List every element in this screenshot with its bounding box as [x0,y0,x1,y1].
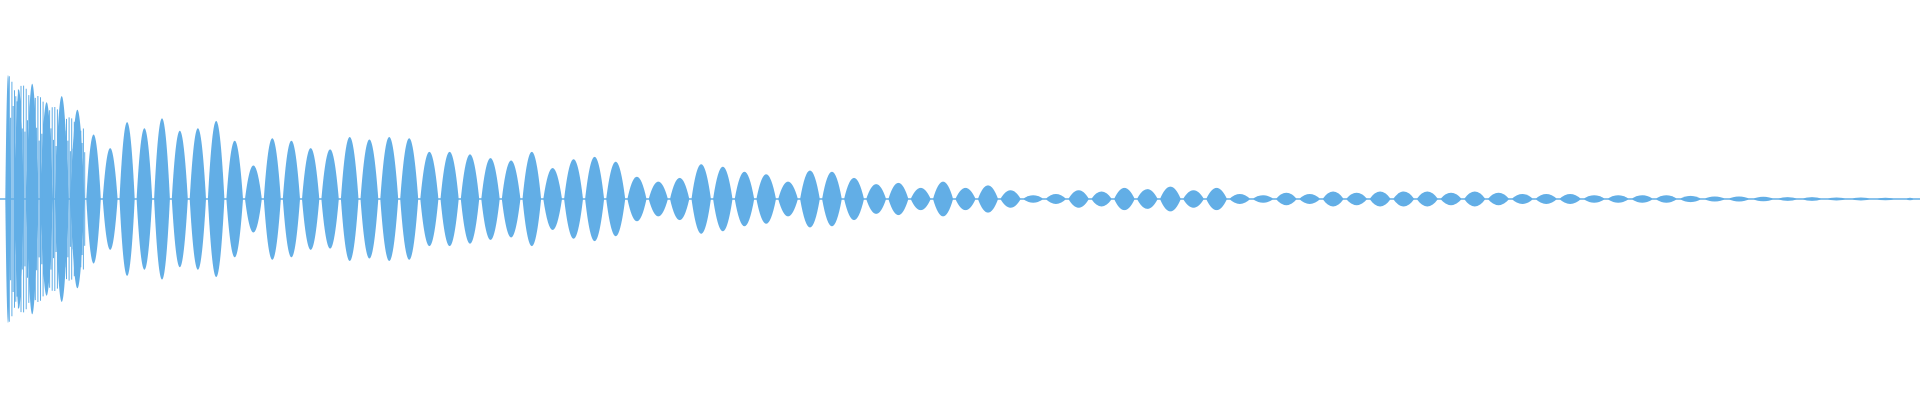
waveform-lobe [522,151,542,247]
waveform-lobe [1252,195,1274,203]
waveform-lobe [460,154,480,244]
waveform-lobe [1464,191,1486,207]
waveform-lobe [245,165,262,233]
waveform-lobe [1905,197,1915,201]
waveform-lobe [1511,194,1534,204]
waveform-lobe [1752,196,1775,202]
waveform-lobe [102,148,118,250]
waveform-lobe [1206,187,1227,211]
waveform-lobe [1183,190,1204,208]
waveform-lobe [1487,192,1510,206]
waveform-lobe [1091,191,1112,207]
waveform-lobe [670,177,690,221]
waveform-lobe [1229,194,1251,204]
waveform-lobe [585,156,605,242]
waveform-lobe [822,171,842,227]
waveform-lobe [1874,197,1897,201]
waveform-lobe [691,164,711,234]
waveform-lobe [778,181,798,217]
waveform-lobe [734,171,755,227]
waveform-lobe [1776,197,1799,201]
waveform-lobe [321,149,339,249]
waveform-lobe [1393,191,1415,207]
waveform-lobe [1137,189,1158,209]
waveform-lobe [302,148,320,250]
waveform-lobe [1000,190,1021,208]
waveform-lobe [888,182,909,216]
waveform-lobe [1045,194,1067,204]
waveform-lobe [1849,197,1872,201]
waveform-lobe [340,137,359,261]
waveform-lobe [226,140,243,258]
waveform-lobe [1559,194,1581,204]
waveform-lobe [977,185,999,213]
waveform-lobe [189,128,206,270]
waveform-lobe [1583,195,1605,203]
waveform-lobe [1299,194,1321,204]
waveform-lobe [263,138,281,260]
waveform-lobe [955,187,976,211]
waveform-lobe [207,120,225,278]
waveform-lobe [1801,197,1823,201]
waveform-lobe [648,181,668,217]
waveform-lobe [1346,192,1368,206]
waveform-lobe [440,151,459,247]
waveform-lobe [360,139,379,259]
waveform-lobe [564,159,583,239]
waveform-lobe [910,187,931,211]
waveform-lobe [1369,191,1391,207]
waveform-lobe [800,170,820,228]
waveform-lobe [136,128,153,270]
waveform-lobe [380,137,399,261]
waveform-lobe [933,181,954,217]
waveform-lobe [282,140,300,258]
waveform-lobe [1114,187,1135,211]
waveform-lobe [1679,195,1702,203]
waveform-lobe [1703,196,1726,202]
waveform-lobe [1275,192,1297,206]
waveform-lobe [844,177,864,221]
waveform-lobe [1440,192,1462,206]
waveform-lobe [866,184,887,214]
waveform-lobe [171,130,188,268]
waveform-lobe [481,158,500,240]
waveform-lobe [1607,195,1629,203]
waveform-lobe [627,176,647,222]
waveform-lobe [119,122,135,276]
waveform-lobe [1631,195,1654,203]
waveform-lobe [606,161,626,237]
waveform-lobe [1416,191,1438,207]
waveform-lobe [1160,186,1181,212]
waveform-lobe [756,174,776,224]
waveform-lobe [1535,194,1557,204]
waveform-lobe [154,118,170,280]
waveform-lobe [501,160,521,238]
waveform-lobe [1655,195,1678,203]
waveform-lobe [1728,196,1750,202]
waveform-lobe [543,168,562,230]
waveform-lobe [420,151,439,247]
waveform-lobe [1023,195,1044,203]
waveform-lobe [86,134,101,264]
waveform-lobe [1068,190,1089,208]
waveform-lobe [400,138,419,260]
waveform-lobe [1322,191,1344,207]
waveform-lobe [713,166,733,232]
waveform-lobes [5,75,1915,323]
waveform-lobe [1825,197,1848,201]
